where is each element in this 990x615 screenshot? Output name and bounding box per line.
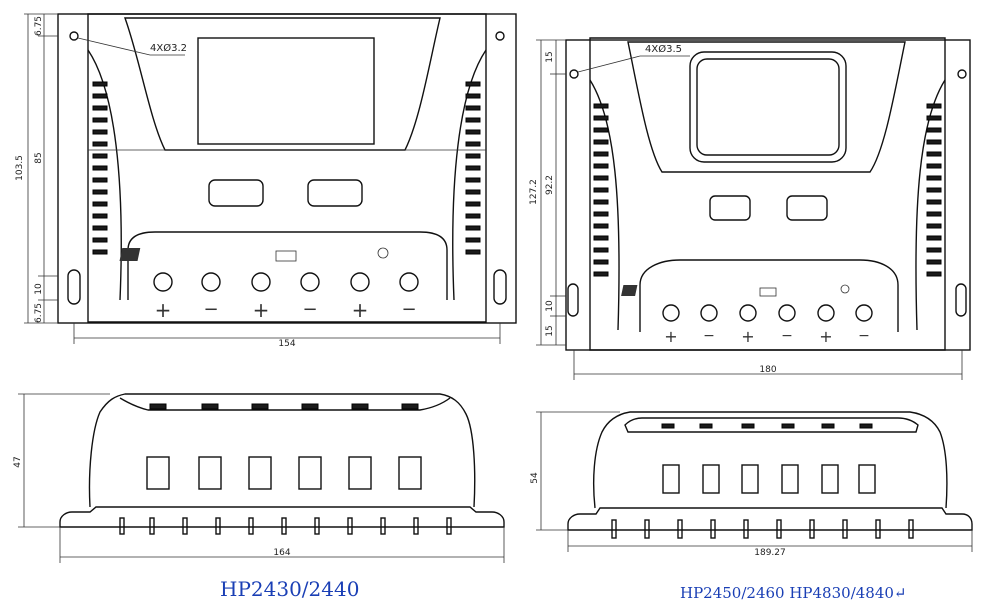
dim-width: 164 (273, 548, 290, 558)
heatsink-fins (611, 519, 914, 539)
right-button (307, 179, 363, 207)
lcd-screen (197, 37, 375, 145)
plus-symbol: + (155, 298, 172, 322)
solar-panel-icon (621, 285, 638, 296)
dim-offset-top: 15 (545, 51, 555, 62)
mount-hole (495, 31, 505, 41)
left-button (208, 179, 264, 207)
left-vent-slots (92, 81, 108, 255)
dim-height: 103.5 (15, 155, 25, 181)
heatsink-fins (119, 517, 452, 535)
minus-symbol: − (781, 328, 793, 344)
side-ports (146, 456, 422, 490)
left-vent-slots (593, 103, 609, 277)
heatsink-base (59, 506, 505, 528)
plus-symbol: + (741, 327, 754, 346)
side-ports (662, 464, 876, 494)
battery-icon (759, 287, 777, 297)
minus-symbol: − (203, 299, 218, 320)
mount-slot (493, 269, 507, 305)
terminal-panel (639, 259, 899, 332)
caption-left: HP2430/2440 (220, 577, 359, 601)
dim-mid: 85 (34, 152, 44, 163)
terminal-holes (153, 272, 419, 292)
mounting-plate (565, 39, 971, 351)
minus-symbol: − (401, 299, 416, 320)
mount-slot (955, 283, 967, 317)
mount-hole (569, 69, 579, 79)
right-vent-slots (926, 103, 942, 277)
side-body (88, 393, 476, 508)
side-body (593, 411, 948, 509)
terminal-holes (662, 304, 873, 322)
mount-slot (67, 269, 81, 305)
plus-symbol: + (819, 327, 832, 346)
terminal-panel (127, 231, 448, 300)
side-view-hp2430: 47 164 (13, 393, 505, 563)
minus-symbol: − (858, 328, 870, 344)
controller-body (87, 13, 487, 323)
dim-slot: 10 (545, 300, 555, 312)
dim-offset-bottom: 15 (545, 325, 555, 336)
display-bezel (627, 41, 906, 173)
dim-width: 189.27 (754, 548, 786, 558)
bulb-icon (377, 247, 389, 259)
front-view-hp2430: + − + − + − 4XØ3.2 103.5 6.75 85 10 6.75… (15, 13, 517, 349)
bulb-icon (840, 284, 850, 294)
plus-symbol: + (664, 327, 677, 346)
mount-hole (69, 31, 79, 41)
dim-mid: 92.2 (545, 175, 555, 195)
dim-height: 47 (13, 456, 23, 467)
hole-note: 4XØ3.2 (150, 42, 187, 54)
dim-offset-bottom: 6.75 (34, 303, 44, 323)
mount-hole (957, 69, 967, 79)
dim-height: 127.2 (529, 179, 539, 205)
battery-icon (275, 250, 297, 262)
side-view-hp2450: 54 189.27 (530, 411, 973, 558)
plus-symbol: + (352, 298, 369, 322)
minus-symbol: − (703, 328, 715, 344)
right-vent-slots (465, 81, 481, 255)
dim-offset-top: 6.75 (34, 16, 44, 36)
left-button (709, 195, 751, 221)
plus-symbol: + (253, 298, 270, 322)
minus-symbol: − (302, 299, 317, 320)
heatsink-base (567, 507, 973, 531)
hole-note: 4XØ3.5 (645, 43, 682, 55)
right-button (786, 195, 828, 221)
mount-slot (567, 283, 579, 317)
lcd-screen (689, 51, 847, 163)
dim-height: 54 (530, 472, 540, 484)
controller-body (589, 37, 946, 351)
dim-width: 180 (759, 365, 776, 375)
caption-right: HP2450/2460 HP4830/4840↵ (680, 584, 907, 602)
dim-slot: 10 (34, 283, 44, 295)
solar-panel-icon (119, 248, 141, 261)
dim-width: 154 (278, 339, 295, 349)
front-view-hp2450: + − + − + − 4XØ3.5 127.2 15 92.2 10 15 1… (529, 37, 971, 380)
